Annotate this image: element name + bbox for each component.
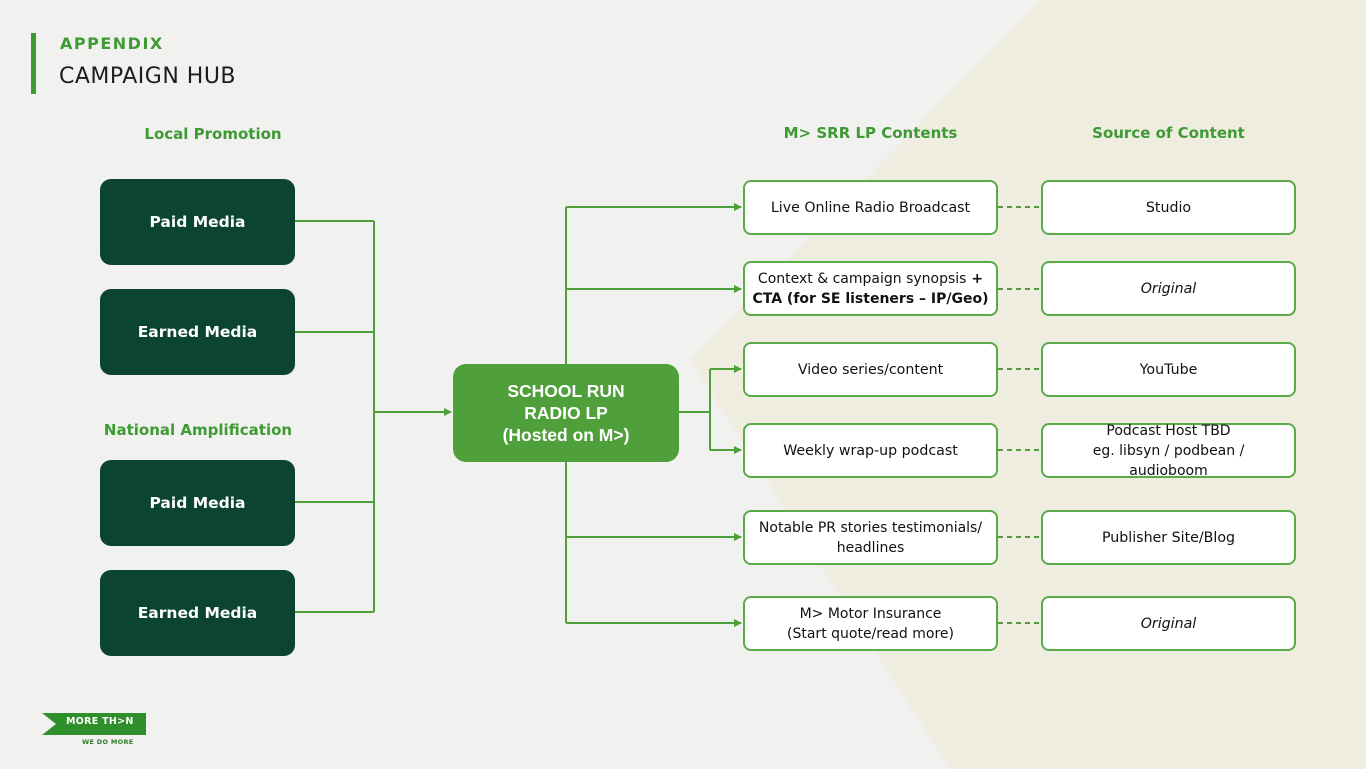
heading-source-of-content: Source of Content <box>1092 124 1245 142</box>
hub-line-1: SCHOOL RUN <box>507 381 625 401</box>
content-context-line-2: CTA (for SE listeners – IP/Geo) <box>752 290 989 307</box>
source-original-1: Original <box>1041 261 1296 316</box>
content-motor-insurance: M> Motor Insurance (Start quote/read mor… <box>743 596 998 651</box>
local-paid-media-label: Paid Media <box>149 213 246 231</box>
more-than-logo-icon <box>42 713 146 735</box>
hub-line-2: RADIO LP <box>524 403 608 423</box>
source-publisher-label: Publisher Site/Blog <box>1101 529 1236 546</box>
local-paid-media-box: Paid Media <box>100 179 295 265</box>
content-weekly-podcast-label: Weekly wrap-up podcast <box>783 442 958 459</box>
source-original-2: Original <box>1041 596 1296 651</box>
national-paid-media-label: Paid Media <box>149 494 246 512</box>
source-publisher-site: Publisher Site/Blog <box>1041 510 1296 565</box>
content-weekly-podcast: Weekly wrap-up podcast <box>743 423 998 478</box>
content-video-series: Video series/content <box>743 342 998 397</box>
content-pr-stories: Notable PR stories testimonials/ headlin… <box>743 510 998 565</box>
source-podcast-line-3: audioboom <box>1129 462 1208 479</box>
content-pr-line-1: Notable PR stories testimonials/ <box>758 519 983 536</box>
hub-line-3: (Hosted on M>) <box>502 425 630 445</box>
heading-national-amplification: National Amplification <box>103 421 293 439</box>
national-earned-media-box: Earned Media <box>100 570 295 656</box>
content-pr-line-2: headlines <box>836 539 905 556</box>
title-accent-bar <box>31 33 36 94</box>
content-video-series-label: Video series/content <box>797 361 944 378</box>
local-earned-media-box: Earned Media <box>100 289 295 375</box>
content-live-radio: Live Online Radio Broadcast <box>743 180 998 235</box>
content-motor-line-1: M> Motor Insurance <box>799 605 942 622</box>
heading-local-promotion: Local Promotion <box>144 125 282 143</box>
national-earned-media-label: Earned Media <box>137 604 258 622</box>
source-podcast-line-1: Podcast Host TBD <box>1106 422 1231 439</box>
source-podcast-line-2: eg. libsyn / podbean / <box>1092 442 1245 459</box>
content-context-synopsis: Context & campaign synopsis + CTA (for S… <box>743 261 998 316</box>
source-original-2-label: Original <box>1140 615 1197 632</box>
content-context-line-1: Context & campaign synopsis <box>757 270 967 287</box>
content-context-plus: + <box>966 270 984 287</box>
logo-tagline: WE DO MORE <box>82 738 134 746</box>
source-studio: Studio <box>1041 180 1296 235</box>
national-paid-media-box: Paid Media <box>100 460 295 546</box>
connector-hub-side <box>679 369 711 450</box>
source-youtube: YouTube <box>1041 342 1296 397</box>
content-live-radio-label: Live Online Radio Broadcast <box>770 199 971 216</box>
source-podcast-host: Podcast Host TBD eg. libsyn / podbean / … <box>1041 422 1296 479</box>
logo-wordmark: MORE TH>N <box>66 716 134 727</box>
heading-lp-contents: M> SRR LP Contents <box>783 124 958 142</box>
source-original-1-label: Original <box>1140 280 1197 297</box>
school-run-radio-hub: SCHOOL RUN RADIO LP (Hosted on M>) <box>453 364 679 462</box>
source-studio-label: Studio <box>1145 199 1192 216</box>
source-youtube-label: YouTube <box>1139 361 1198 378</box>
section-kicker: APPENDIX <box>60 34 164 53</box>
content-motor-line-2: (Start quote/read more) <box>787 625 954 642</box>
local-earned-media-label: Earned Media <box>137 323 258 341</box>
page-title: CAMPAIGN HUB <box>59 64 237 89</box>
